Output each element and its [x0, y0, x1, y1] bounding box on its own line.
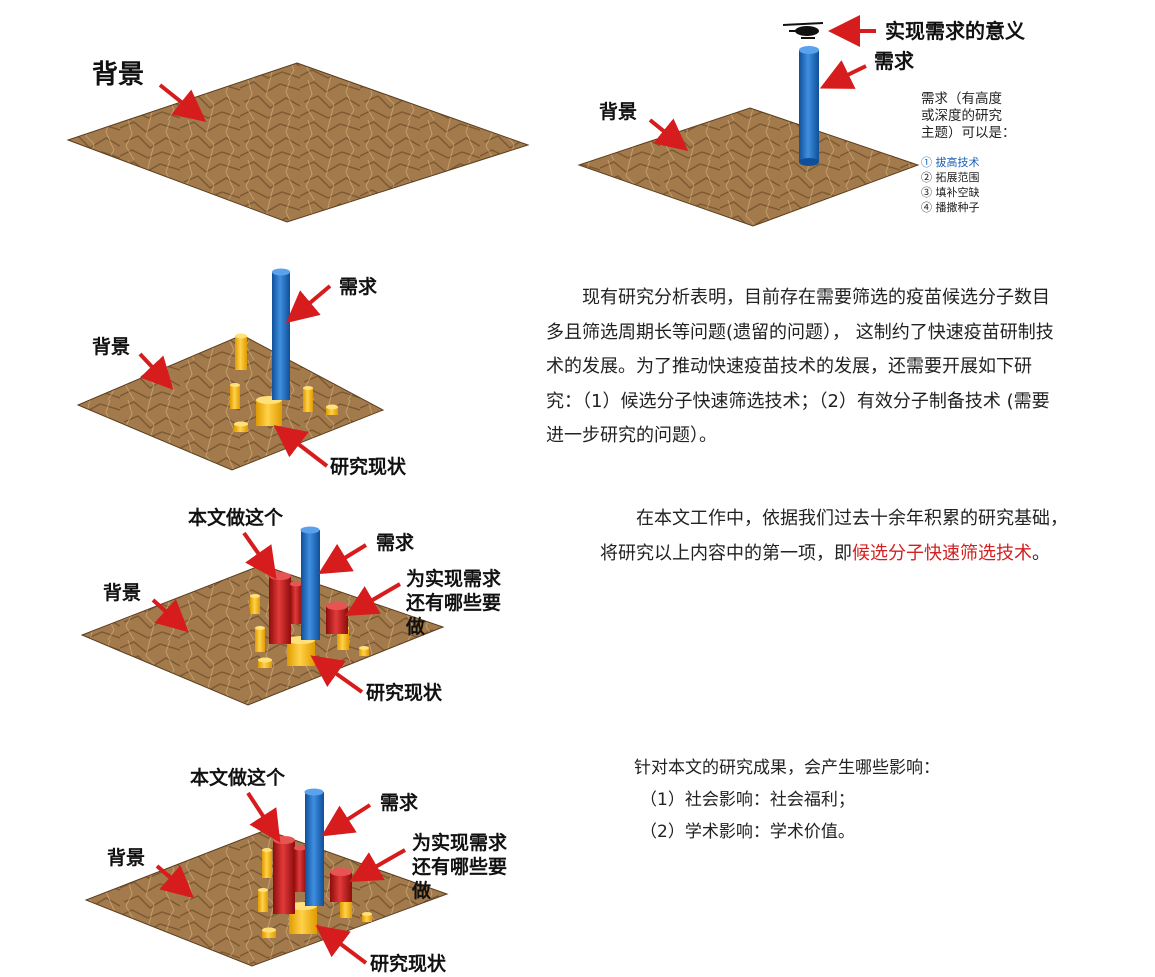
note-item: ④ 播撒种子: [921, 200, 980, 214]
note-line: 主题）可以是：: [921, 125, 1016, 141]
impact-item: （1）社会影响：社会福利；: [640, 790, 855, 810]
demand-bar: [300, 526, 320, 640]
note-item: ③ 填补空缺: [921, 185, 980, 199]
label-todo: 还有哪些要: [411, 855, 507, 878]
label-demand: 需求: [380, 791, 419, 814]
arrow: [285, 284, 332, 324]
label-status: 研究现状: [366, 681, 443, 704]
research-gap-paragraph: 现有研究分析表明，目前存在需要筛选的疫苗候选分子数目多且筛选周期长等问题(遗留的…: [546, 287, 1054, 446]
this-paper-bars: [273, 836, 352, 914]
arrow: [321, 803, 372, 837]
panel-this-paper: 本文做这个 需求 为实现需求 还有哪些要 做 背景 研究现状: [80, 506, 502, 706]
demand-bar: [799, 46, 819, 166]
arrow: [273, 425, 329, 468]
panel-status-quo: 需求 背景 研究现状: [76, 268, 407, 478]
impact-item: （2）学术影响：学术价值。: [640, 822, 855, 842]
label-demand: 需求: [339, 275, 378, 298]
label-background: 背景: [92, 60, 144, 90]
label-this-paper: 本文做这个: [188, 506, 284, 529]
panel-impact: 本文做这个 需求 为实现需求 还有哪些要 做 背景 研究现状: [84, 766, 508, 975]
demand-bar: [304, 788, 324, 906]
helicopter-icon: [782, 22, 824, 39]
label-todo: 做: [411, 879, 431, 902]
demand-bar: [272, 268, 290, 400]
ground-plane: [577, 107, 920, 227]
note-item: ① 拔高技术: [921, 155, 980, 169]
arrow: [349, 848, 406, 882]
arrow: [158, 83, 207, 122]
panel-background-only: 背景: [66, 60, 530, 223]
paragraph-text: 在本文工作中，依据我们过去十余年积累的研究基础，将研究以上内容中的第一项，即: [600, 508, 1068, 564]
impact-block: 针对本文的研究成果，会产生哪些影响： （1）社会影响：社会福利； （2）学术影响…: [634, 752, 940, 848]
label-todo: 还有哪些要: [405, 591, 501, 614]
this-paper-bars: [269, 572, 348, 644]
arrow: [138, 352, 174, 390]
arrow: [318, 543, 368, 575]
label-todo: 做: [405, 615, 425, 638]
label-demand: 需求: [376, 531, 415, 554]
note-line: 或深度的研究: [921, 108, 1002, 124]
label-background: 背景: [92, 335, 130, 358]
arrow: [310, 655, 364, 694]
demand-note: 需求（有高度 或深度的研究 主题）可以是： ① 拔高技术 ② 拓展范围 ③ 填补…: [921, 90, 1016, 214]
label-todo: 为实现需求: [412, 831, 508, 854]
arrow: [315, 925, 368, 965]
highlighted-topic: 候选分子快速筛选技术: [852, 542, 1032, 564]
label-background: 背景: [103, 581, 141, 604]
label-this-paper: 本文做这个: [190, 766, 286, 789]
arrow: [648, 118, 689, 152]
arrow: [155, 864, 195, 899]
status-bars: [230, 333, 338, 432]
note-item: ② 拓展范围: [921, 170, 980, 184]
label-meaning: 实现需求的意义: [885, 19, 1025, 43]
label-background: 背景: [599, 100, 637, 123]
note-line: 需求（有高度: [921, 90, 1002, 107]
label-status: 研究现状: [370, 952, 447, 975]
label-background: 背景: [107, 846, 145, 869]
label-status: 研究现状: [330, 455, 407, 478]
paragraph-end: 。: [1032, 542, 1050, 564]
label-demand: 需求: [874, 49, 915, 73]
arrow: [246, 791, 281, 843]
arrow: [151, 598, 189, 633]
impact-intro: 针对本文的研究成果，会产生哪些影响：: [634, 758, 940, 778]
arrow: [242, 531, 277, 580]
this-paper-paragraph: 在本文工作中，依据我们过去十余年积累的研究基础，将研究以上内容中的第一项，即候选…: [600, 502, 1084, 571]
panel-background-demand: 实现需求的意义 需求 背景 需求（有高度 或深度的研究 主题）可以是： ① 拔高…: [577, 15, 1025, 227]
label-todo: 为实现需求: [406, 567, 502, 590]
arrow: [819, 60, 867, 89]
arrow: [345, 582, 402, 617]
